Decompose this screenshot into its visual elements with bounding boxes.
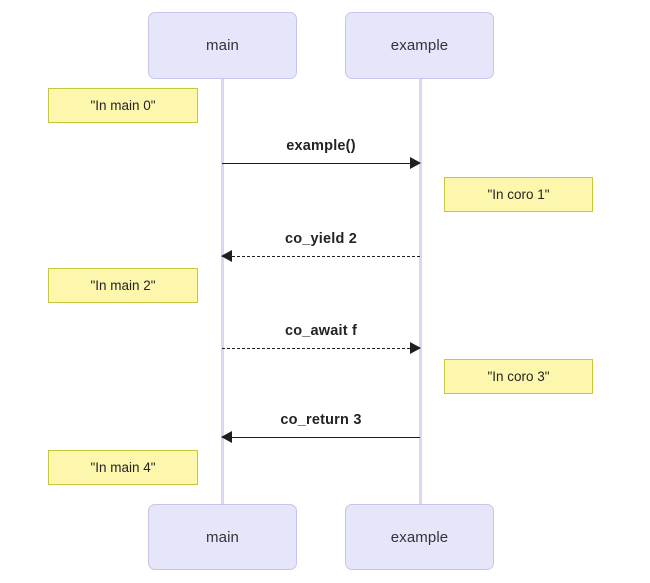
participant-label: main [206, 37, 239, 54]
note-text: "In main 0" [90, 98, 156, 113]
participant-label: example [390, 37, 449, 54]
note-in-main-4[interactable]: "In main 4" [48, 450, 198, 485]
arrowhead-left-icon [221, 250, 232, 262]
message-example-call[interactable]: example() [222, 138, 421, 172]
message-line-solid [222, 437, 420, 438]
participant-label: main [206, 528, 239, 546]
participant-main-top[interactable]: main [148, 12, 297, 79]
message-label: co_return 3 [280, 412, 362, 428]
message-co-return[interactable]: co_return 3 [221, 412, 420, 446]
arrowhead-right-icon [410, 342, 421, 354]
note-text: "In main 2" [90, 278, 156, 293]
note-in-coro-3[interactable]: "In coro 3" [444, 359, 593, 394]
message-line-dashed [222, 348, 420, 349]
participant-main-bottom[interactable]: main [148, 504, 297, 570]
message-label: co_await f [284, 323, 358, 339]
participant-example-top[interactable]: example [345, 12, 494, 79]
arrowhead-right-icon [410, 157, 421, 169]
note-in-coro-1[interactable]: "In coro 1" [444, 177, 593, 212]
message-line-solid [222, 163, 420, 164]
message-line-dashed [222, 256, 420, 257]
participant-label: example [390, 528, 449, 546]
note-text: "In coro 1" [487, 187, 550, 202]
note-text: "In main 4" [90, 460, 156, 475]
message-label: co_yield 2 [284, 231, 358, 247]
note-in-main-2[interactable]: "In main 2" [48, 268, 198, 303]
note-text: "In coro 3" [487, 369, 550, 384]
lifeline-main [221, 79, 224, 504]
note-in-main-0[interactable]: "In main 0" [48, 88, 198, 123]
message-co-yield[interactable]: co_yield 2 [221, 231, 420, 265]
lifeline-example [419, 79, 422, 504]
message-co-await[interactable]: co_await f [222, 323, 421, 357]
message-label: example() [286, 138, 356, 154]
participant-example-bottom[interactable]: example [345, 504, 494, 570]
arrowhead-left-icon [221, 431, 232, 443]
